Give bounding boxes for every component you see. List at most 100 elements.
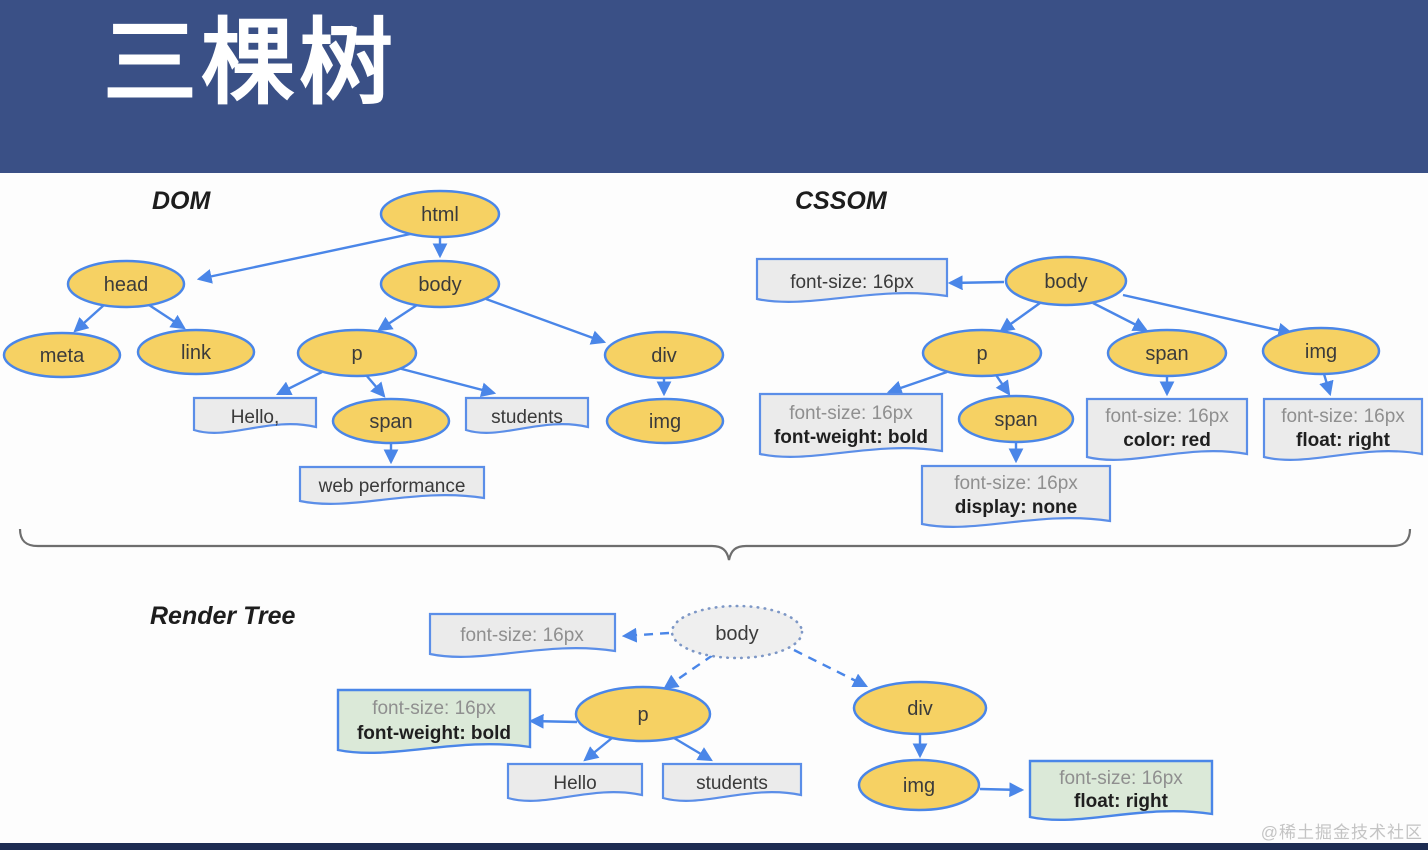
render-tree: Render Tree font-size: 16px body p div i… [150,602,1214,822]
cssom-node-body [1004,255,1128,307]
cssom-rule-body: font-size: 16px [790,272,914,293]
render-rule-p-line1: font-size: 16px [372,698,496,719]
dom-node-p-label: p [351,343,362,365]
edge-p-span [995,374,1011,396]
cssom-node-span-label: span [1145,343,1188,365]
cssom-node-body-label: body [1044,271,1087,293]
dom-text-students: students [491,407,563,428]
render-rule-img-line2: float: right [1074,791,1169,812]
cssom-rule-span-line1: font-size: 16px [1105,406,1229,427]
dom-text-hello-box [192,396,318,434]
watermark: @稀土掘金技术社区 [1260,823,1423,842]
edge-body-div [793,648,868,688]
cssom-rule-span-under-p-box [920,464,1112,528]
edge-p-students [673,736,713,762]
dom-node-html [379,189,501,239]
render-node-img [857,758,981,812]
title-banner: 三棵树 [0,0,1428,173]
cssom-node-span [1106,328,1228,378]
render-node-img-label: img [903,775,935,797]
dom-node-link-label: link [181,342,212,364]
cssom-rule-img-line1: font-size: 16px [1281,406,1405,427]
render-rule-p-line2: font-weight: bold [357,723,511,744]
edge-body-rule [621,627,670,643]
edge-p-span [365,374,386,398]
cssom-rule-span-under-p-line2: display: none [955,497,1077,518]
edge-body-div [485,297,607,345]
edge-body-img [1122,293,1294,338]
dom-node-span-label: span [369,411,412,433]
edge-html-head [196,231,416,284]
cssom-rule-span-line2: color: red [1123,430,1211,451]
edge-p-students [397,366,497,398]
bottom-bar [0,843,1428,850]
dom-text-webperf-box [298,465,486,505]
edge-img-rule [1319,373,1334,397]
cssom-rule-img-line2: float: right [1296,430,1391,451]
edge-p-hello [276,370,323,396]
cssom-tree-label: CSSOM [795,187,888,215]
dom-text-hello: Hello, [231,407,280,428]
render-text-hello-box [506,762,644,802]
render-node-div [852,680,988,736]
cssom-node-span-under-p [957,394,1075,444]
dom-node-body-label: body [418,274,461,296]
render-rule-img-line1: font-size: 16px [1059,768,1183,789]
cssom-rule-p-line1: font-size: 16px [789,403,913,424]
edge-body-span [1092,301,1148,332]
dom-node-html-label: html [421,204,459,226]
page-title: 三棵树 [103,10,398,115]
dom-node-span [331,397,451,445]
cssom-node-p [921,328,1043,378]
dom-text-webperf: web performance [318,476,466,497]
render-text-students: students [696,773,768,794]
dom-node-div-label: div [651,345,677,367]
cssom-rule-p-box [758,392,944,458]
render-tree-label: Render Tree [150,602,296,630]
cssom-node-span-under-p-label: span [994,409,1037,431]
dom-node-meta [2,331,122,379]
render-node-p-label: p [637,704,648,726]
dom-node-meta-label: meta [40,345,85,367]
render-rule-p-box [336,688,532,755]
render-node-div-label: div [907,698,933,720]
render-rule-body: font-size: 16px [460,625,584,646]
dom-node-p [296,328,418,378]
render-text-students-box [661,762,803,802]
three-trees-diagram: DOM html head body meta link p [2,187,1424,822]
cssom-rule-body-box [755,257,949,303]
dom-node-head-label: head [104,274,149,296]
edge-p-hello [583,737,613,762]
cssom-rule-span-under-p-line1: font-size: 16px [954,473,1078,494]
edge-body-rule [947,275,1005,291]
edge-p-rule [528,713,578,729]
cssom-node-img-label: img [1305,341,1337,363]
cssom-node-img [1261,326,1381,376]
dom-node-div [603,330,725,380]
edge-body-p [999,302,1041,333]
edge-img-rule [979,782,1025,798]
edge-p-rule [886,370,948,395]
combine-brace [18,528,1412,561]
dom-node-img-label: img [649,411,681,433]
edge-body-p [663,654,714,690]
cssom-rule-span-box [1085,397,1249,461]
dom-tree-label: DOM [152,187,212,215]
cssom-rule-p-line2: font-weight: bold [774,427,928,448]
dom-tree: DOM html head body meta link p [2,187,725,505]
dom-text-students-box [464,396,590,434]
edge-head-link [148,303,186,330]
render-node-p [574,685,712,743]
dom-node-body [379,259,501,309]
cssom-tree: CSSOM body p span img span font-size: 16… [755,187,1424,528]
cssom-node-p-label: p [976,343,987,365]
dom-node-head [66,259,186,309]
render-rule-body-box [428,612,617,658]
cssom-rule-img-box [1262,397,1424,461]
render-rule-img-box [1028,759,1214,822]
edge-head-meta [73,304,105,333]
render-node-body-label: body [715,623,758,645]
render-node-body [670,604,804,660]
render-text-hello: Hello [553,773,596,794]
